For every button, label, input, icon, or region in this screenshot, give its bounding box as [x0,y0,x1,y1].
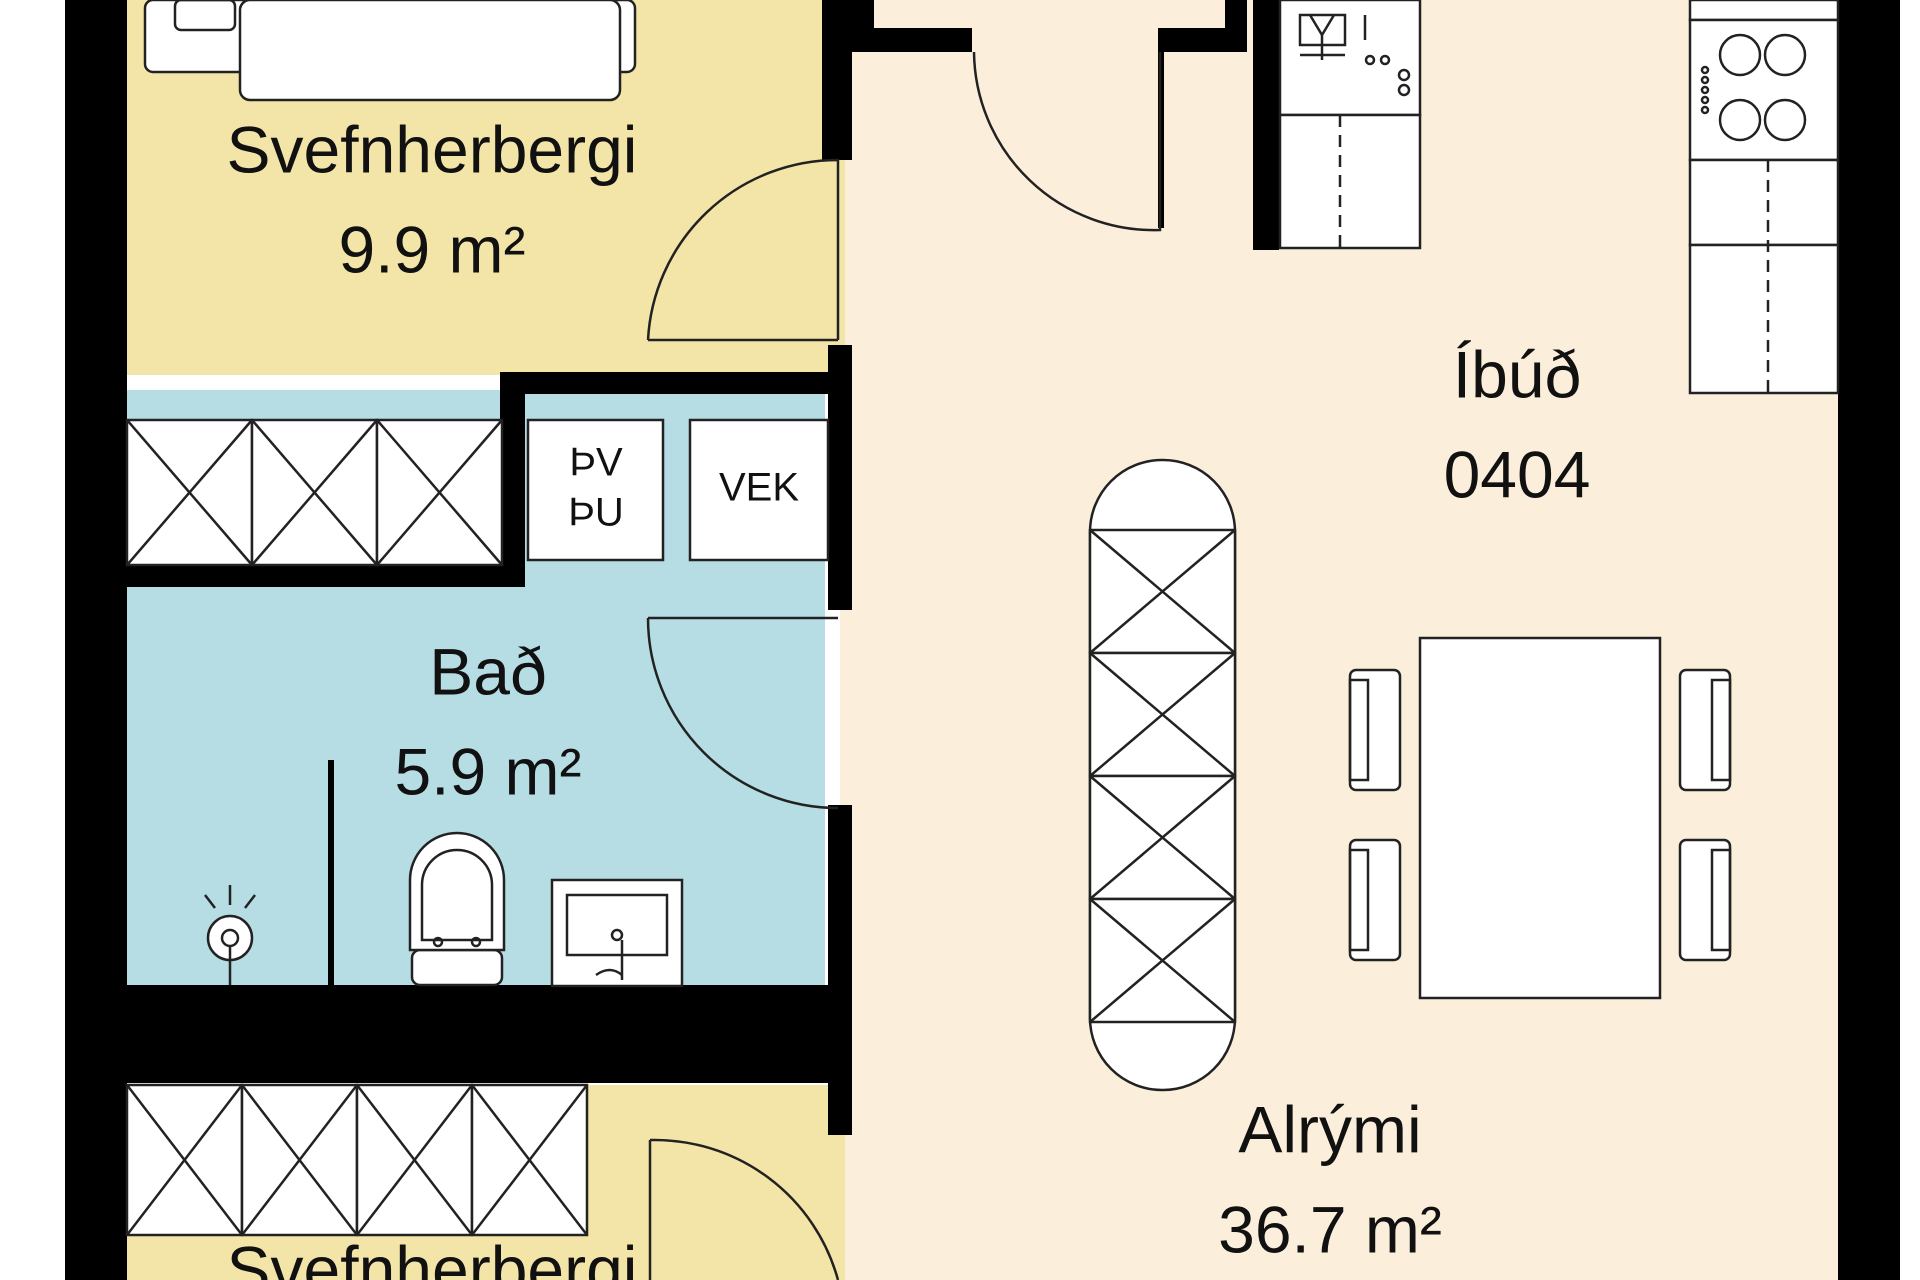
bedroom-top-name: Svefnherbergi [227,112,638,186]
appliance-label-vek: VEK [719,466,799,510]
bathroom-area: 5.9 m² [394,734,581,808]
vek-appliance: VEK [688,418,830,562]
closet-icon [125,1083,589,1237]
bedroom-bottom-name: Svefnherbergi [227,1232,638,1280]
wall-closet-step [500,372,525,587]
outer-wall-right [1838,0,1900,1280]
washer-appliance: ÞV ÞU [526,418,665,562]
bed-icon [143,0,637,102]
door-swing-icon [646,158,840,342]
wall-entry-top-right [1160,28,1230,52]
chair-icon [1348,838,1402,962]
living-name: Alrými [1238,1092,1421,1166]
stove-icon [1700,33,1807,142]
dining-table-icon [1418,636,1662,1000]
outer-wall-left [65,0,127,1280]
floor-drain-icon [204,885,256,985]
chair-icon [1678,838,1732,962]
apartment-number: 0404 [1444,437,1591,511]
wall-entry-top-left [852,28,972,52]
wall-kitchen-partition [1253,0,1279,250]
appliance-label-2: ÞU [568,491,624,535]
wall-closet-bottom [125,565,525,587]
bedroom-top-area: 9.9 m² [338,212,525,286]
shower-screen [328,760,334,988]
wall-bath-right-upper [828,345,852,610]
kitchen-counter-left [1278,0,1422,250]
wall-bedroom-bath-horizontal [500,372,852,394]
chair-icon [1678,668,1732,792]
wall-bath-right-lower [828,805,852,1135]
appliance-label-1: ÞV [569,441,623,485]
door-swing-icon [646,616,839,810]
bathroom-name: Bað [429,634,546,708]
living-area: 36.7 m² [1218,1192,1442,1266]
walls [65,0,1900,1280]
door-swing-icon [648,1138,840,1280]
kitchen-island [1088,458,1237,1092]
kitchen-counter-right [1688,0,1840,395]
toilet-icon [408,831,506,987]
closet-icon [125,418,504,567]
wall-bath-bottom [125,985,852,1083]
apartment-name: Íbúð [1453,337,1581,411]
door-swing-icon [972,51,1162,232]
chair-icon [1348,668,1402,792]
wall-bedroom-top-right-upper [822,0,852,160]
sink-icon [550,878,684,988]
dishwasher-icon [1298,13,1411,97]
wall-entry-right [1225,0,1247,52]
